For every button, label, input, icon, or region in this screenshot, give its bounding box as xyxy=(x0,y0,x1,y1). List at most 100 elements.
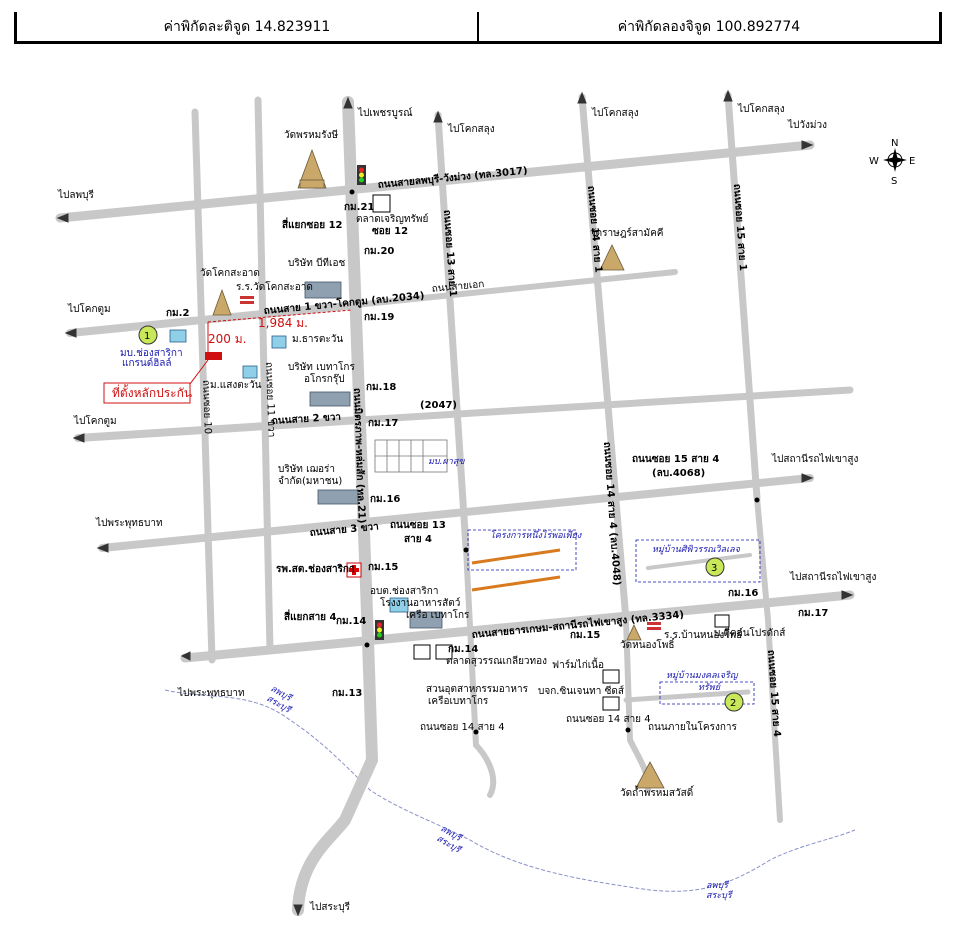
project-2: 2 หมู่บ้านมงคลเจริญ ทรัพย์ xyxy=(659,670,755,712)
project-3: 3 หมู่บ้านศิพิวรรณวิลเลจ xyxy=(635,539,761,583)
dir-saraburi: ไปสระบุรี xyxy=(309,901,351,913)
dir-khok-salung-1: ไปโคกสลุง xyxy=(447,122,495,135)
place-talat-charoen: ตลาดเจริญทรัพย์ xyxy=(356,213,428,225)
collateral-site: ที่ตั้งหลักประกัน 1,984 ม. 200 ม. xyxy=(103,309,353,404)
housing-estate xyxy=(374,439,448,473)
km-19: กม.19 xyxy=(364,312,394,323)
road-sai-ek: ถนนสายเอก xyxy=(431,279,485,295)
km-14b: กม.14 xyxy=(448,644,478,655)
compass-n: N xyxy=(891,138,898,149)
traffic-light-icon xyxy=(357,165,384,640)
place-intersection-soi12: สี่แยกซอย 12 xyxy=(282,217,343,231)
km-17: กม.17 xyxy=(368,418,398,429)
km-15: กม.15 xyxy=(368,562,398,573)
place-betagro-2: อโกรกรุ๊ป xyxy=(304,372,345,385)
place-school-khok-saat: ร.ร.วัดโคกสะอาด xyxy=(236,280,313,293)
road-junction-dots xyxy=(349,189,760,735)
road-soi13-sai4: ถนนซอย 13 xyxy=(390,520,446,531)
project-2-label-2: ทรัพย์ xyxy=(698,682,722,693)
place-theera-2: จำกัด(มหาชน) xyxy=(278,476,342,487)
km-17b: กม.17 xyxy=(798,608,828,619)
dir-phra-phutthabat-2: ไปพระพุทธบาท xyxy=(177,687,245,699)
place-m-thantawan: ม.ธารตะวัน xyxy=(292,334,343,345)
road-soi15-sai1: ถนนซอย 15 สาย 1 xyxy=(731,183,748,271)
road-arrows xyxy=(56,89,854,917)
place-mb-chongsarika: มบ.ช่องสาริกา xyxy=(120,348,183,359)
building-boxes xyxy=(372,194,730,711)
place-chicken-farm: ฟาร์มไก่เนื้อ xyxy=(552,657,604,671)
prov-saraburi-3: สระบุรี xyxy=(706,890,734,901)
km-13: กม.13 xyxy=(332,688,362,699)
road-sai2: ถนนสาย 2 ขวา xyxy=(272,412,342,427)
dir-khok-tum-2: ไปโคกตูม xyxy=(73,414,117,427)
school-icon xyxy=(240,296,661,630)
place-feedmill-2: เครือ เบทาโกร xyxy=(406,608,470,621)
place-industrial-2: เครือเบทาโกร xyxy=(428,694,489,707)
dir-station-2: ไปสถานีรถไฟเขาสูง xyxy=(789,571,876,583)
place-wat-nong-pho: วัดหนองโพธิ์ xyxy=(620,637,676,651)
project-1: 1 xyxy=(138,325,158,345)
place-school-nong-pho: ร.ร.บ้านหนองโพธิ์ xyxy=(664,627,744,641)
distance-200: 200 ม. xyxy=(208,332,246,346)
dir-khok-salung-3: ไปโคกสลุง xyxy=(737,102,785,115)
place-talat-suwan: ตลาดสุวรรณเกลียวทอง xyxy=(446,655,547,667)
compass-w: W xyxy=(869,156,879,167)
place-soi12: ซอย 12 xyxy=(372,226,408,237)
place-sinjentha: บจก.ซินเจนทา ซีดส์ xyxy=(538,685,624,697)
place-industrial: สวนอุตสาหกรรมอาหาร xyxy=(426,684,529,695)
road-lopburi-wangmuang: ถนนสายลพบุรี-วังม่วง (ทล.3017) xyxy=(377,165,528,191)
dir-khok-salung-2: ไปโคกสลุง xyxy=(591,106,639,119)
direction-labels: ไปเพชรบูรณ์ ไปโคกสลุง ไปโคกสลุง ไปโคกสลุ… xyxy=(57,102,876,913)
roads xyxy=(55,91,855,916)
place-obt: อบต.ช่องสาริกา xyxy=(370,586,438,597)
longitude-readout: ค่าพิกัดลองจิจูด 100.892774 xyxy=(477,12,939,41)
project-2-number: 2 xyxy=(730,698,736,709)
road-soi10: ถนนซอย 10 xyxy=(200,380,213,435)
factory-icon xyxy=(304,281,443,629)
temple-icon xyxy=(212,148,665,789)
place-theera: บริษัท เฌอร่า xyxy=(278,464,335,475)
village-icon xyxy=(169,329,409,613)
road-soi14-sai4-bottom: ถนนซอย 14 สาย 4 xyxy=(420,722,505,733)
hospital-icon xyxy=(346,562,362,578)
dir-lopburi: ไปลพบุรี xyxy=(57,189,94,201)
km-21: กม.21 xyxy=(344,202,374,213)
dir-wang-muang: ไปวังม่วง xyxy=(787,119,827,131)
place-bithai: บริษัท บีทีเอช xyxy=(288,257,345,269)
place-intersection-sai4: สี่แยกสาย 4 xyxy=(284,609,337,623)
dir-phetchabun: ไปเพชรบูรณ์ xyxy=(357,107,413,119)
project-3-number: 3 xyxy=(711,563,717,574)
place-wat-tham: วัดถ้ำพรหมสวัสดิ์ xyxy=(620,785,695,799)
km-14: กม.14 xyxy=(336,616,366,627)
place-feedmill: โรงงานอาหารสัตว์ xyxy=(380,596,460,609)
road-soi15-sai4b: (ลบ.4068) xyxy=(652,468,705,479)
place-wat-rat: วัดราษฎร์สามัคคี xyxy=(590,227,663,239)
place-diamond: บ.ดีคอนโปรดักส์ xyxy=(714,626,785,639)
road-soi11: ถนนซอย 11 ขวา xyxy=(263,362,277,438)
project-nung-rai: โครงการหนึ่งไร่พอเพียง xyxy=(467,528,582,592)
compass-rose: N S E W xyxy=(869,138,915,187)
km-2: กม.2 xyxy=(166,308,189,319)
road-soi13-sai4b: สาย 4 xyxy=(404,534,432,545)
place-m-saengtawan: ม.แสงตะวัน xyxy=(210,380,262,391)
road-soi14-sai4-bottom2: ถนนซอย 14 สาย 4 xyxy=(566,714,651,725)
km-20: กม.20 xyxy=(364,246,394,257)
road-soi15-sai4: ถนนซอย 15 สาย 4 xyxy=(632,454,719,465)
place-labels: วัดพรหมรังษี สี่แยกซอย 12 ตลาดเจริญทรัพย… xyxy=(120,129,785,799)
compass-e: E xyxy=(909,156,915,167)
road-2047: (2047) xyxy=(420,400,457,411)
prov-lopburi-3: ลพบุรี xyxy=(706,880,730,891)
project-1-number: 1 xyxy=(144,331,150,342)
km-15b: กม.15 xyxy=(570,630,600,641)
km-18: กม.18 xyxy=(366,382,396,393)
dir-khok-tum-1: ไปโคกตูม xyxy=(67,302,111,315)
site-label: ที่ตั้งหลักประกัน xyxy=(112,384,192,400)
km-16: กม.16 xyxy=(370,494,400,505)
dir-station-1: ไปสถานีรถไฟเขาสูง xyxy=(771,453,858,465)
project-2-label: หมู่บ้านมงคลเจริญ xyxy=(666,670,739,681)
km-16b: กม.16 xyxy=(728,588,758,599)
place-wat-phrom-rang: วัดพรหมรังษี xyxy=(284,129,339,141)
place-mb-pasuk: มบ.ผาสุข xyxy=(428,457,465,467)
place-hospital: รพ.สต.ช่องสาริกา xyxy=(276,563,355,575)
